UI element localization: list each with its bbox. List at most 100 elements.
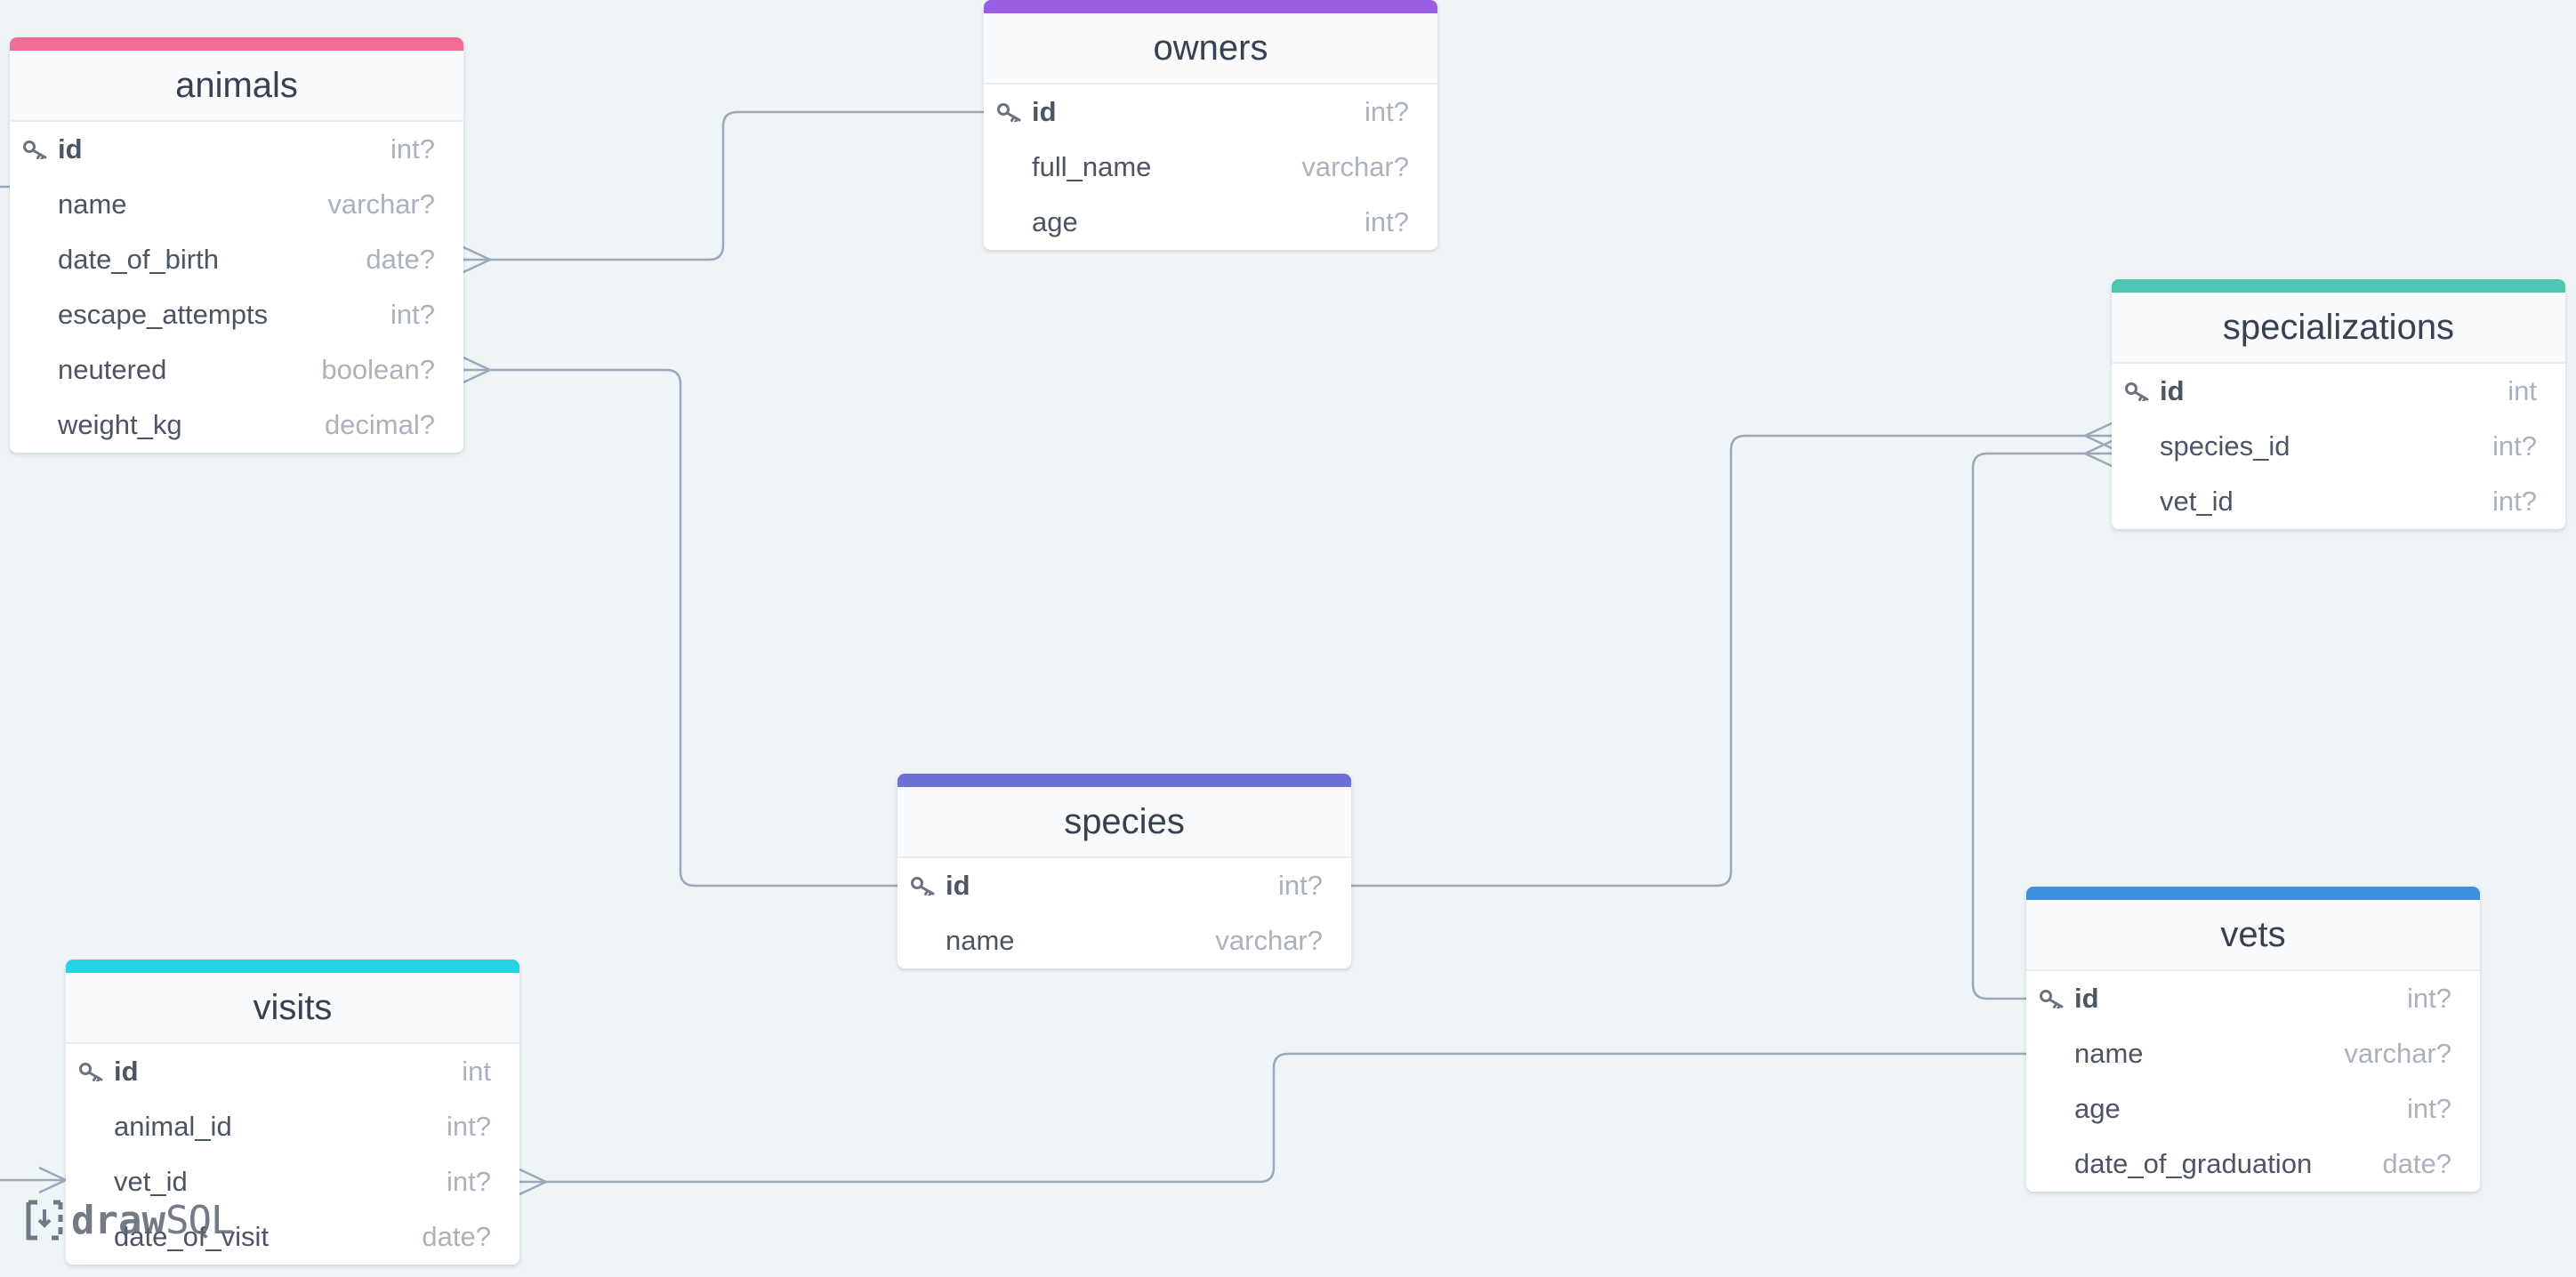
column-name: name — [2074, 1038, 2144, 1069]
column-row[interactable]: weight_kg decimal? — [10, 398, 463, 453]
key-icon — [2040, 990, 2064, 1008]
column-type: int? — [1278, 870, 1323, 901]
column-type: int? — [390, 299, 435, 330]
table-species[interactable]: species id int? name varchar? — [898, 774, 1351, 968]
column-type: boolean? — [321, 354, 435, 385]
table-accent-bar — [10, 37, 463, 51]
table-title[interactable]: species — [898, 787, 1351, 858]
column-type: int? — [1364, 206, 1409, 237]
column-type: int? — [2492, 486, 2537, 517]
column-type: int? — [1364, 96, 1409, 127]
column-type: int — [2508, 375, 2537, 406]
crows-foot-icon — [463, 356, 491, 384]
column-name: species_id — [2160, 430, 2290, 462]
column-type: int? — [390, 133, 435, 165]
table-accent-bar — [66, 960, 519, 973]
table-owners[interactable]: owners id int? full_name varchar? age int? — [984, 0, 1437, 250]
relation-species-specializations — [1351, 434, 2112, 887]
column-row[interactable]: full_name varchar? — [984, 140, 1437, 195]
column-row[interactable]: date_of_graduation date? — [2026, 1136, 2480, 1192]
column-row[interactable]: id int? — [984, 84, 1437, 140]
column-row[interactable]: neutered boolean? — [10, 342, 463, 398]
column-type: int? — [447, 1111, 491, 1142]
relation-vets-visits — [519, 1052, 2026, 1184]
table-title[interactable]: owners — [984, 13, 1437, 84]
crows-foot-icon — [2084, 439, 2113, 468]
column-type: varchar? — [1215, 925, 1323, 956]
column-row[interactable]: age int? — [2026, 1081, 2480, 1136]
column-type: decimal? — [324, 409, 435, 440]
column-name: id — [1032, 96, 1057, 127]
column-name: age — [1032, 206, 1078, 237]
crows-foot-icon — [2084, 422, 2113, 450]
column-name: full_name — [1032, 151, 1152, 182]
relation-species-animals — [463, 368, 898, 887]
column-name: vet_id — [2160, 486, 2234, 517]
column-type: varchar? — [1301, 151, 1409, 182]
column-name: escape_attempts — [58, 299, 269, 330]
table-title[interactable]: vets — [2026, 900, 2480, 971]
column-row[interactable]: date_of_birth date? — [10, 232, 463, 287]
column-row[interactable]: id int? — [898, 858, 1351, 913]
column-name: id — [946, 870, 970, 901]
column-type: date? — [2382, 1148, 2451, 1179]
column-type: date? — [366, 244, 435, 275]
crows-foot-icon — [463, 245, 491, 274]
column-name: date_of_graduation — [2074, 1148, 2313, 1179]
column-type: int? — [2407, 983, 2451, 1014]
column-name: neutered — [58, 354, 167, 385]
table-accent-bar — [2112, 279, 2565, 293]
crows-foot-icon — [519, 1168, 547, 1196]
crows-foot-icon — [38, 1166, 67, 1194]
column-row[interactable]: name varchar? — [2026, 1026, 2480, 1081]
column-row[interactable]: id int — [66, 1044, 519, 1099]
column-name: age — [2074, 1093, 2121, 1124]
key-icon — [997, 103, 1021, 122]
column-type: date? — [422, 1221, 491, 1252]
column-type: int — [462, 1056, 491, 1087]
column-row[interactable]: age int? — [984, 195, 1437, 250]
relation-owners-animals — [463, 110, 984, 261]
column-type: varchar? — [327, 189, 435, 220]
table-accent-bar — [2026, 887, 2480, 900]
column-name: id — [2160, 375, 2185, 406]
column-row[interactable]: escape_attempts int? — [10, 287, 463, 342]
column-row[interactable]: id int — [2112, 364, 2565, 419]
column-row[interactable]: id int? — [2026, 971, 2480, 1026]
column-name: id — [114, 1056, 139, 1087]
table-title[interactable]: specializations — [2112, 293, 2565, 364]
brand-word-draw: draw — [71, 1197, 165, 1243]
key-icon — [79, 1063, 103, 1081]
table-vets[interactable]: vets id int? name varchar? age int? date_of_gra… — [2026, 887, 2480, 1192]
table-accent-bar — [984, 0, 1437, 13]
column-type: int? — [2407, 1093, 2451, 1124]
column-name: date_of_birth — [58, 244, 219, 275]
table-title[interactable]: animals — [10, 51, 463, 122]
column-type: varchar? — [2344, 1038, 2451, 1069]
key-icon — [2125, 382, 2149, 401]
column-row[interactable]: name varchar? — [898, 913, 1351, 968]
brand-word-sql: SQL — [165, 1197, 234, 1243]
key-icon — [23, 141, 47, 159]
column-row[interactable]: vet_id int? — [2112, 474, 2565, 529]
key-icon — [911, 877, 935, 896]
table-accent-bar — [898, 774, 1351, 787]
table-title[interactable]: visits — [66, 973, 519, 1044]
column-name: vet_id — [114, 1166, 188, 1197]
column-name: weight_kg — [58, 409, 182, 440]
column-name: id — [2074, 983, 2099, 1014]
drawsql-logo-icon — [26, 1200, 63, 1241]
column-name: name — [946, 925, 1015, 956]
drawsql-logo[interactable]: draw SQL — [25, 1193, 234, 1247]
